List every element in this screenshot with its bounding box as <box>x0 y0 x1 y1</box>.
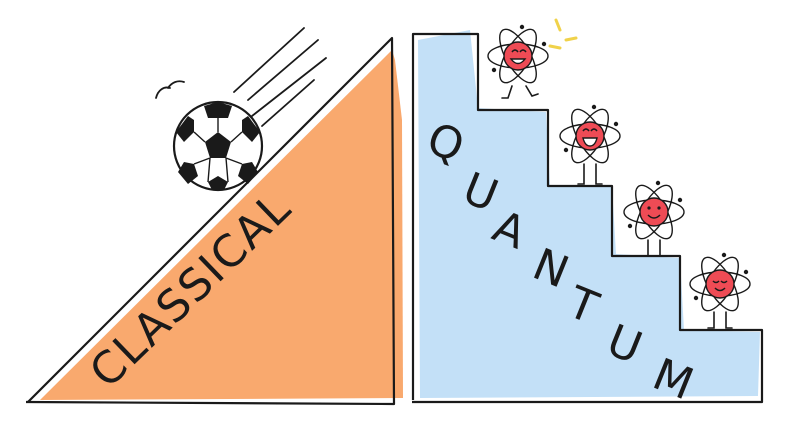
quantum-stairs-fill <box>418 30 760 398</box>
smiling-atom-icon <box>487 23 549 99</box>
smiling-atom-icon <box>623 179 685 257</box>
smiling-atom-icon <box>559 103 621 185</box>
classical-panel: CLASSICAL <box>25 36 403 406</box>
classical-ramp-outline <box>25 36 396 406</box>
quantum-panel: Q U A N T U M <box>411 30 764 411</box>
soccer-ball-icon <box>172 100 264 192</box>
sparkle-icon <box>548 18 578 50</box>
classical-ramp-fill <box>40 50 403 400</box>
smiling-atom-icon <box>689 251 751 329</box>
quantum-stairs-outline <box>411 32 764 404</box>
motion-lines <box>155 27 327 127</box>
